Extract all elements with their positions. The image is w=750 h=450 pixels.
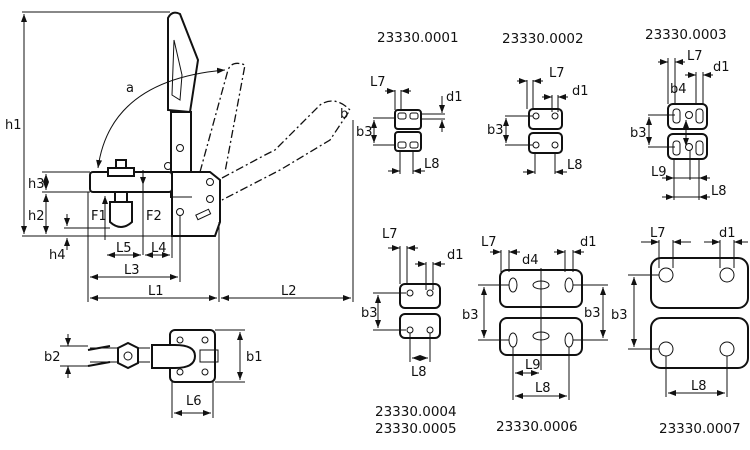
label-b2: b2	[44, 350, 61, 365]
label-L8: L8	[424, 157, 440, 172]
label-F1: F1	[91, 209, 107, 224]
label-d1: d1	[572, 84, 589, 99]
base	[171, 171, 221, 237]
label-h2: h2	[28, 209, 45, 224]
top-view: b2 b1 L6	[44, 329, 263, 418]
label-L4: L4	[151, 241, 167, 256]
label-L7: L7	[687, 49, 703, 64]
label-b3-right: b3	[584, 306, 601, 321]
part-number: 23330.0006	[496, 419, 578, 435]
label-d1: d1	[446, 90, 463, 105]
variant-23330-0007: 23330.0007 L7 d1 b3 L8	[611, 226, 749, 437]
label-b: b	[340, 107, 348, 122]
label-L8: L8	[411, 365, 427, 380]
label-L1: L1	[148, 284, 164, 299]
part-number: 23330.0001	[377, 30, 459, 46]
variant-23330-0001: 23330.0001 L7 d1 b3 L8	[356, 30, 463, 174]
label-L8: L8	[711, 184, 727, 199]
label-b3-left: b3	[462, 308, 479, 323]
label-h3: h3	[28, 177, 45, 192]
label-L2: L2	[281, 284, 297, 299]
hex-nut	[117, 341, 139, 370]
variant-23330-0004-0005: 23330.0004 23330.0005 L7 d1 b3 L8	[361, 227, 464, 437]
label-b4: b4	[670, 82, 687, 97]
label-b3: b3	[361, 306, 378, 321]
label-d1: d1	[447, 248, 464, 263]
label-d1: d1	[713, 60, 730, 75]
label-L9: L9	[525, 358, 541, 373]
label-L7: L7	[382, 227, 398, 242]
label-L7: L7	[370, 75, 386, 90]
handle-grip	[167, 11, 200, 114]
label-a: a	[126, 81, 134, 96]
spindle-pad	[109, 201, 133, 228]
label-L9: L9	[651, 165, 667, 180]
label-d1: d1	[580, 235, 597, 250]
label-b3: b3	[356, 125, 373, 140]
part-number: 23330.0003	[645, 27, 727, 43]
label-L8: L8	[691, 379, 707, 394]
label-L3: L3	[124, 263, 140, 278]
label-L8: L8	[567, 158, 583, 173]
side-view: h1 a h3 h2 F1 F2 h4 L5 L4 L3 L1 L2 b	[5, 11, 354, 302]
label-L8: L8	[535, 381, 551, 396]
label-b3: b3	[611, 308, 628, 323]
variant-23330-0002: 23330.0002 L7 d1 b3 L8	[487, 31, 589, 175]
label-F2: F2	[146, 209, 162, 224]
label-d1: d1	[719, 226, 736, 241]
label-L7: L7	[549, 66, 565, 81]
variant-23330-0003: 23330.0003 L7 d1 b4 b3 L9 L8	[630, 27, 730, 200]
label-L6: L6	[186, 394, 202, 409]
part-number-2: 23330.0005	[375, 421, 457, 437]
label-h4: h4	[49, 248, 66, 263]
label-b1: b1	[246, 350, 263, 365]
label-b3: b3	[487, 123, 504, 138]
part-number: 23330.0004	[375, 404, 457, 420]
part-number: 23330.0007	[659, 421, 741, 437]
label-L7: L7	[481, 235, 497, 250]
label-b3: b3	[630, 126, 647, 141]
label-L7: L7	[650, 226, 666, 241]
label-L5: L5	[116, 241, 132, 256]
label-d4: d4	[522, 253, 539, 268]
variant-23330-0006: 23330.0006 L7 d1 d4 b3 b3 L9 L8	[462, 235, 608, 435]
part-number: 23330.0002	[502, 31, 584, 47]
label-h1: h1	[5, 118, 22, 133]
